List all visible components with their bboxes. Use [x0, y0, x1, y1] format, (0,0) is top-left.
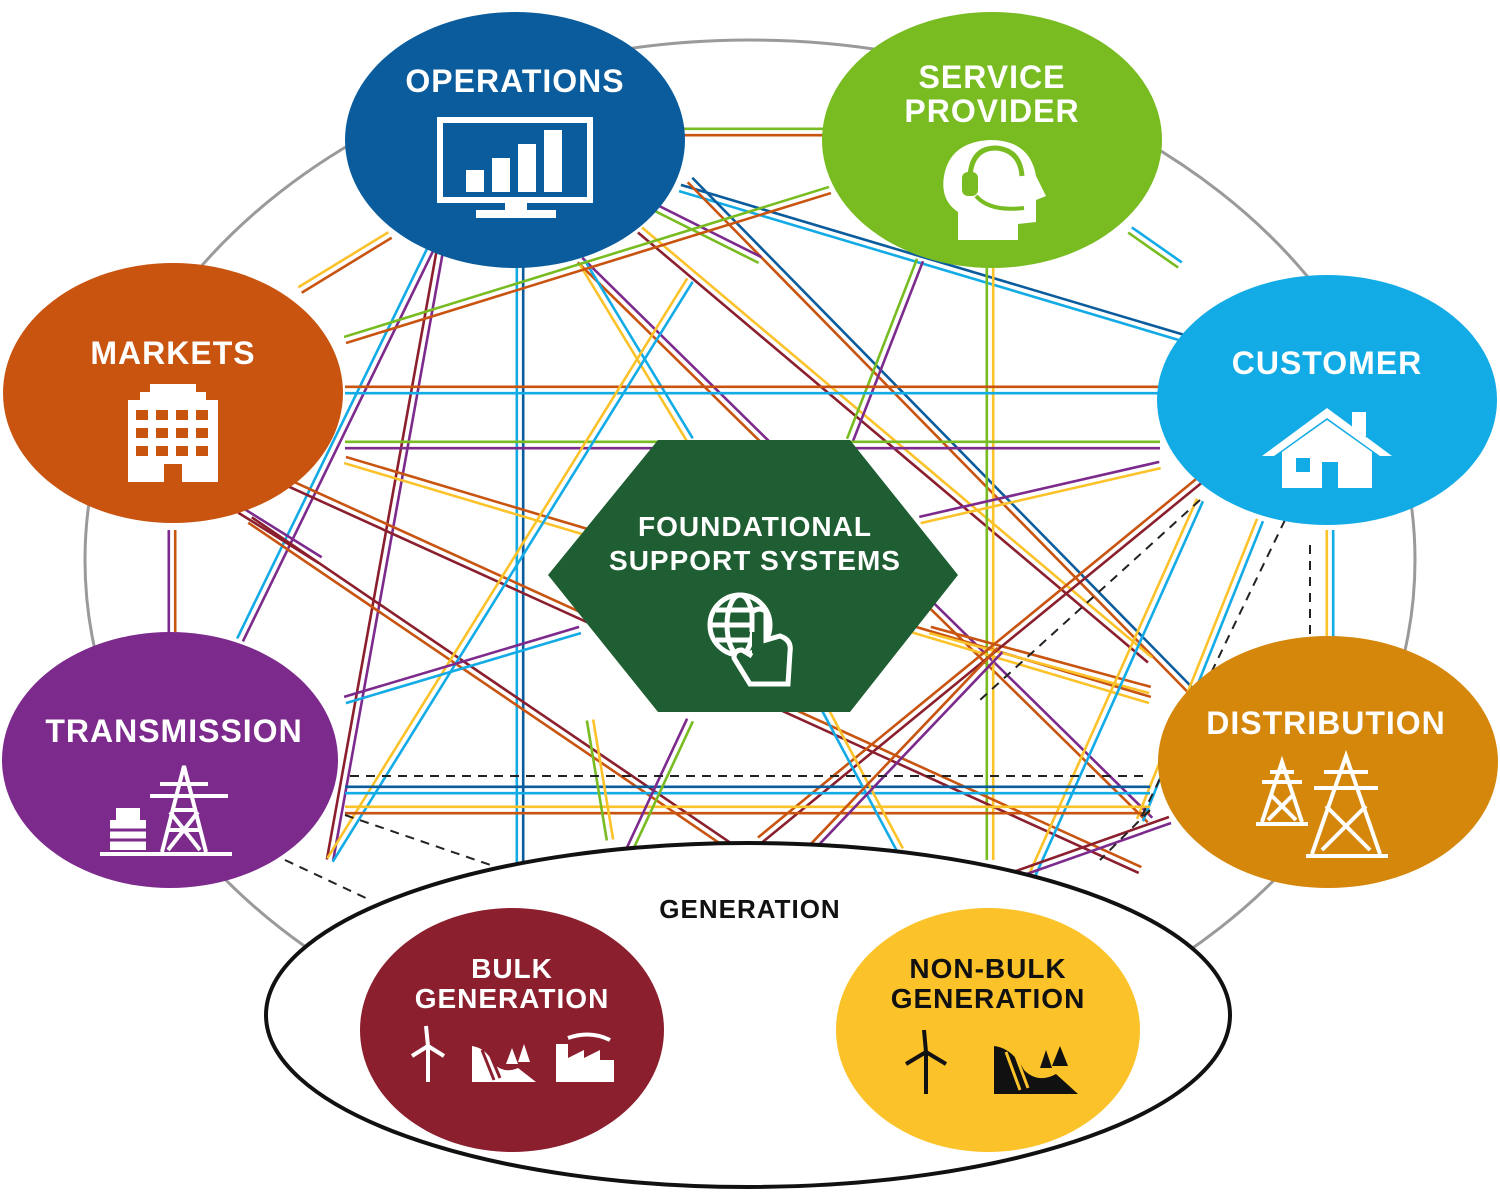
non-bulk-generation-circle: [836, 908, 1140, 1152]
bulk-generation-node[interactable]: BULK GENERATION: [360, 908, 664, 1152]
connection-line: [345, 631, 582, 705]
connection-line: [1000, 821, 1172, 885]
distribution-label: DISTRIBUTION: [1206, 705, 1446, 741]
connection-line: [345, 191, 832, 345]
distribution-node[interactable]: DISTRIBUTION: [1158, 636, 1498, 888]
connection-line: [757, 476, 1199, 839]
service-provider-label-line-2: PROVIDER: [904, 93, 1079, 129]
connection-line: [591, 719, 615, 840]
bulk-generation-circle: [360, 908, 664, 1152]
connection-line: [297, 231, 390, 289]
transmission-circle: [2, 632, 338, 888]
transformer-tower-icon: [100, 765, 232, 856]
headset-agent-icon: [943, 140, 1046, 240]
connection-line: [920, 466, 1162, 525]
wind-hydro-factory-icon: [410, 1025, 614, 1082]
globe-touch-icon: [707, 592, 793, 687]
connection-line: [1135, 518, 1259, 820]
operations-circle: [345, 12, 685, 268]
house-icon: [1262, 408, 1392, 488]
service-provider-node[interactable]: SERVICE PROVIDER: [822, 12, 1162, 268]
connection-line: [796, 646, 999, 859]
dashed-line: [1099, 809, 1151, 861]
center-label-line-2: SUPPORT SYSTEMS: [609, 545, 901, 576]
connection-line: [801, 651, 1004, 864]
connection-line: [325, 249, 439, 860]
generation-group-label: GENERATION: [659, 894, 840, 924]
connection-line: [241, 250, 435, 642]
non-bulk-generation-label-line-1: NON-BULK: [909, 953, 1066, 984]
connection-line: [578, 262, 689, 443]
connection-line: [845, 258, 919, 440]
connection-line: [928, 631, 1150, 695]
connection-line: [300, 236, 393, 294]
connection-line: [326, 277, 689, 859]
office-building-icon: [128, 384, 218, 482]
connection-line: [1031, 500, 1205, 882]
center-hexagon: [548, 440, 958, 712]
foundational-support-systems-node[interactable]: FOUNDATIONAL SUPPORT SYSTEMS: [548, 440, 958, 712]
markets-label: MARKETS: [90, 335, 255, 371]
connection-line: [1127, 231, 1179, 269]
markets-node[interactable]: MARKETS: [3, 263, 343, 523]
wind-hydro-icon: [904, 1029, 1078, 1094]
service-provider-label-line-1: SERVICE: [919, 59, 1066, 95]
non-bulk-generation-node[interactable]: NON-BULK GENERATION: [836, 908, 1140, 1152]
dashed-line: [344, 814, 506, 871]
monitor-chart-icon: [437, 117, 593, 218]
connection-line: [918, 460, 1160, 519]
connection-line: [331, 281, 694, 863]
connection-line: [930, 625, 1152, 689]
customer-circle: [1157, 275, 1497, 525]
connection-line: [998, 815, 1170, 879]
center-label-line-1: FOUNDATIONAL: [638, 511, 872, 542]
transmission-node[interactable]: TRANSMISSION: [2, 632, 338, 888]
connection-line: [251, 516, 753, 859]
connection-line: [816, 700, 899, 853]
connection-line: [1131, 226, 1183, 264]
dashed-line: [284, 859, 371, 901]
non-bulk-generation-label-line-2: GENERATION: [891, 983, 1086, 1014]
service-provider-circle: [822, 12, 1162, 268]
dashed-line: [979, 499, 1201, 701]
power-towers-icon: [1256, 749, 1388, 858]
connection-line: [343, 185, 830, 339]
connection-line: [851, 260, 925, 442]
transmission-label: TRANSMISSION: [45, 713, 302, 749]
connection-line: [585, 720, 609, 841]
customer-node[interactable]: CUSTOMER: [1157, 275, 1497, 525]
connection-line: [691, 176, 1204, 699]
bulk-generation-label-line-1: BULK: [471, 953, 553, 984]
connection-line: [343, 625, 580, 699]
operations-label: OPERATIONS: [405, 63, 624, 99]
connection-line: [821, 697, 904, 850]
connection-line: [583, 259, 694, 440]
connection-line: [331, 250, 445, 861]
operations-node[interactable]: OPERATIONS: [345, 12, 685, 268]
connection-line: [680, 183, 1192, 339]
connection-line: [241, 506, 323, 559]
connection-line: [615, 718, 689, 870]
connection-line: [678, 189, 1190, 345]
bulk-generation-label-line-2: GENERATION: [415, 983, 610, 1014]
distribution-circle: [1158, 636, 1498, 888]
connection-line: [1025, 498, 1199, 880]
customer-label: CUSTOMER: [1232, 345, 1423, 381]
connection-line: [235, 248, 429, 640]
